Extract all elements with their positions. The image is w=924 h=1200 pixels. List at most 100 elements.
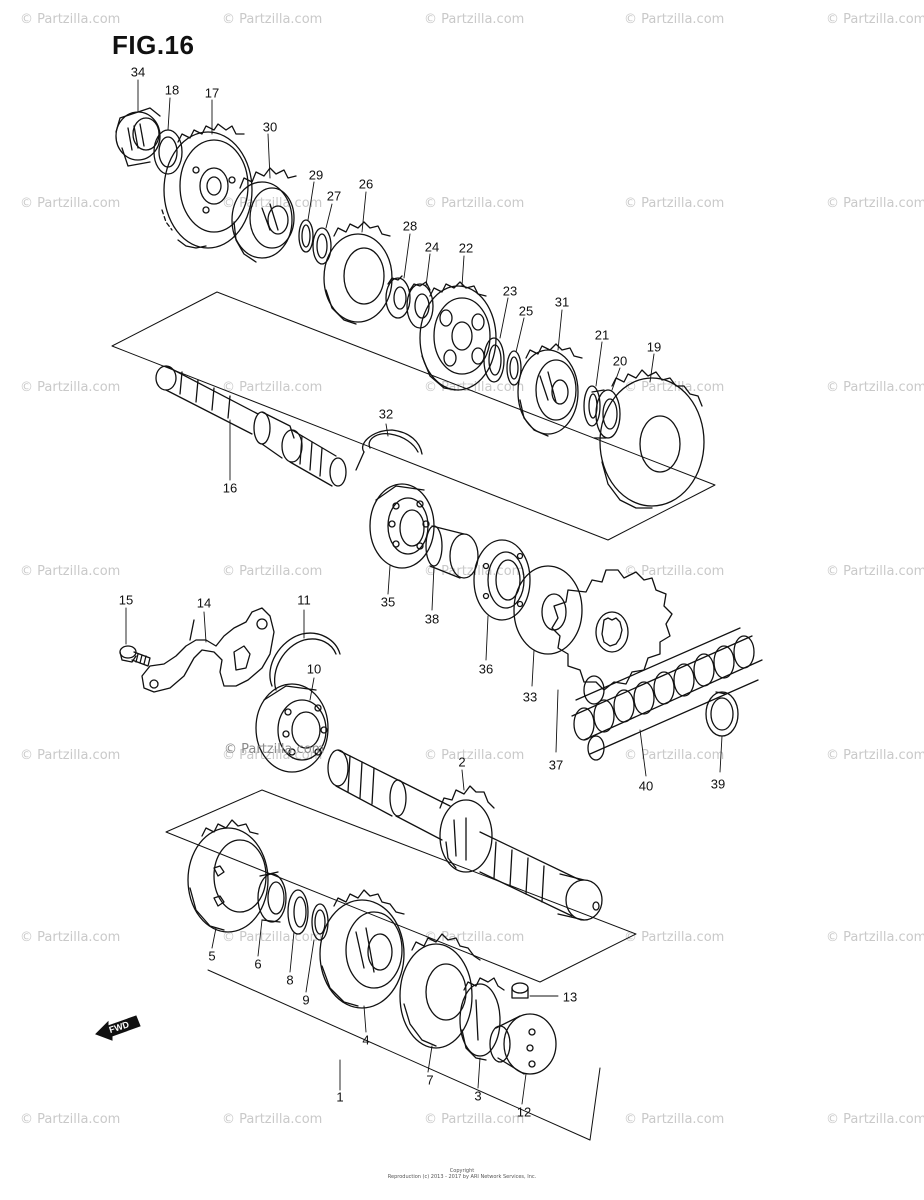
part-label-26: 26 xyxy=(358,176,374,192)
part-label-16: 16 xyxy=(222,480,238,496)
watermark-3-1: © Partzilla.com xyxy=(222,564,323,579)
gear-5 xyxy=(187,819,269,933)
shaft-16 xyxy=(155,365,347,487)
watermark-0-4: © Partzilla.com xyxy=(826,12,924,27)
watermark-0-3: © Partzilla.com xyxy=(624,12,725,27)
watermark-4-2: © Partzilla.com xyxy=(424,748,525,763)
part-label-31: 31 xyxy=(554,294,570,310)
part-label-1: 1 xyxy=(336,1089,344,1105)
gear-19 xyxy=(599,369,705,509)
gear-26 xyxy=(323,221,393,325)
watermark-6-2: © Partzilla.com xyxy=(424,1112,525,1127)
watermark-1-3: © Partzilla.com xyxy=(624,196,725,211)
part-label-18: 18 xyxy=(164,82,180,98)
watermark-3-3: © Partzilla.com xyxy=(624,564,725,579)
watermark-2-2: © Partzilla.com xyxy=(424,380,525,395)
part-label-13: 13 xyxy=(562,989,578,1005)
bushing-20 xyxy=(591,389,621,439)
watermark-5-2: © Partzilla.com xyxy=(424,930,525,945)
gear-7 xyxy=(399,933,481,1049)
part-label-40: 40 xyxy=(638,778,654,794)
leader-lines xyxy=(125,79,723,1105)
copyright-line-1: Copyright xyxy=(449,1168,475,1174)
part-label-15: 15 xyxy=(118,592,134,608)
part-label-23: 23 xyxy=(502,283,518,299)
watermark-0-2: © Partzilla.com xyxy=(424,12,525,27)
bolt-15 xyxy=(119,645,151,667)
watermark-6-4: © Partzilla.com xyxy=(826,1112,924,1127)
part-label-34: 34 xyxy=(130,64,146,80)
part-label-5: 5 xyxy=(208,948,216,964)
watermark-4-3: © Partzilla.com xyxy=(624,748,725,763)
part-label-14: 14 xyxy=(196,595,212,611)
bearing-10 xyxy=(255,683,329,773)
bearing-35 xyxy=(369,483,435,569)
watermark-5-4: © Partzilla.com xyxy=(826,930,924,945)
watermark-2-4: © Partzilla.com xyxy=(826,380,924,395)
part-label-3: 3 xyxy=(474,1088,482,1104)
part-label-4: 4 xyxy=(362,1032,370,1048)
part-label-19: 19 xyxy=(646,339,662,355)
part-label-27: 27 xyxy=(326,188,342,204)
washer-8 xyxy=(287,889,309,935)
part-label-25: 25 xyxy=(518,303,534,319)
watermark-2-0: © Partzilla.com xyxy=(20,380,121,395)
watermark-4-0: © Partzilla.com xyxy=(20,748,121,763)
part-label-2: 2 xyxy=(458,754,466,770)
watermark-0-1: © Partzilla.com xyxy=(222,12,323,27)
watermark-2-3: © Partzilla.com xyxy=(624,380,725,395)
copyright-line-2: Reproduction (c) 2013 - 2017 by ARI Netw… xyxy=(387,1174,537,1180)
watermark-5-0: © Partzilla.com xyxy=(20,930,121,945)
part-label-35: 35 xyxy=(380,594,396,610)
part-label-7: 7 xyxy=(426,1072,434,1088)
gear-17 xyxy=(161,123,253,249)
part-label-22: 22 xyxy=(458,240,474,256)
pin-13 xyxy=(511,982,529,999)
part-label-30: 30 xyxy=(262,119,278,135)
watermark-3-4: © Partzilla.com xyxy=(826,564,924,579)
washer-23 xyxy=(483,337,505,383)
copyright-notice: Copyright Reproduction (c) 2013 - 2017 b… xyxy=(0,1168,924,1180)
watermark-5-3: © Partzilla.com xyxy=(624,930,725,945)
bushing-12 xyxy=(489,1013,557,1075)
lower-assembly-frame xyxy=(165,789,637,983)
chain-40 xyxy=(571,627,763,761)
bearing-34 xyxy=(115,107,161,167)
bushing-6 xyxy=(257,871,287,923)
part-label-6: 6 xyxy=(254,956,262,972)
washer-27 xyxy=(312,227,332,265)
part-label-38: 38 xyxy=(424,611,440,627)
part-label-37: 37 xyxy=(548,757,564,773)
part-label-8: 8 xyxy=(286,972,294,988)
gear-22 xyxy=(419,281,497,391)
part-label-12: 12 xyxy=(516,1104,532,1120)
circlip-25 xyxy=(506,350,522,386)
watermark-3-0: © Partzilla.com xyxy=(20,564,121,579)
bushing-28 xyxy=(385,275,411,319)
part-label-11: 11 xyxy=(297,592,311,608)
gear-30 xyxy=(231,167,297,263)
watermark-2-1: © Partzilla.com xyxy=(222,380,323,395)
watermark-1-0: © Partzilla.com xyxy=(20,196,121,211)
upper-assembly-frame xyxy=(111,291,716,541)
part-label-24: 24 xyxy=(424,239,440,255)
fwd-arrow-badge: FWD xyxy=(95,1015,141,1041)
spacer-33 xyxy=(513,565,583,655)
part-label-33: 33 xyxy=(522,689,538,705)
circlip-11 xyxy=(269,632,341,691)
part-label-21: 21 xyxy=(594,327,610,343)
part-label-36: 36 xyxy=(478,661,494,677)
part-label-29: 29 xyxy=(308,167,324,183)
circlip-39 xyxy=(705,691,739,737)
circlip-32 xyxy=(355,429,423,471)
oil-seal-36 xyxy=(473,539,531,621)
watermark-6-3: © Partzilla.com xyxy=(624,1112,725,1127)
sprocket-37 xyxy=(551,569,673,691)
lower-assembly-frame-2 xyxy=(207,969,591,1141)
part-label-32: 32 xyxy=(378,406,394,422)
watermark-0-0: © Partzilla.com xyxy=(20,12,121,27)
gear-31 xyxy=(517,343,583,437)
watermark-4-4: © Partzilla.com xyxy=(826,748,924,763)
